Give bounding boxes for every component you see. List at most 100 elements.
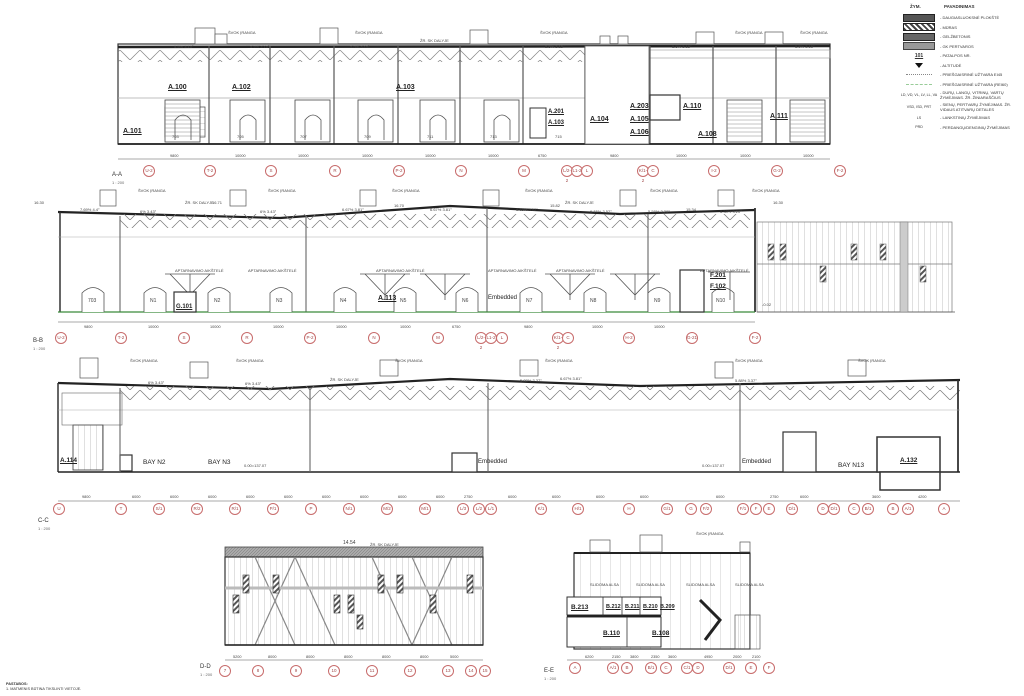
room-label: A.104: [590, 116, 609, 123]
grid-marker: R/2: [191, 503, 203, 515]
grid-marker: H/1: [572, 503, 584, 515]
room-label: B.209: [660, 604, 675, 610]
grid-marker: D: [692, 662, 704, 674]
grid-marker: B/1: [645, 662, 657, 674]
room-label: B.210: [643, 604, 658, 610]
section-ee-title: E-E 1 : 200: [544, 668, 557, 681]
legend-row-walls: VSD, ISD, PRT - SIENŲ, PERTVARŲ ŽYMĖJIMA…: [906, 102, 1011, 112]
room-label: A.101: [123, 128, 142, 135]
grid-marker: 10: [328, 665, 340, 677]
room-label: B.212: [606, 604, 621, 610]
legend: ŽYM. PAVADINIMAS - DAUGIASLUOKSNĖ PLOKŠT…: [898, 4, 1022, 132]
grid-marker: C: [660, 662, 672, 674]
grid-marker: S/1: [153, 503, 165, 515]
grid-marker: T-2: [115, 332, 127, 344]
section-ee-drawing: [566, 534, 761, 661]
grid-marker: 9: [290, 665, 302, 677]
section-dd-drawing: [224, 546, 484, 661]
legend-row-concrete: - GELŽBETONIS: [898, 32, 1022, 42]
room-label: A.100: [168, 84, 187, 91]
grid-marker: S: [265, 165, 277, 177]
room-label: A.113: [378, 295, 397, 302]
grid-marker: 15: [479, 665, 491, 677]
grid-marker: L/1: [485, 503, 497, 515]
grid-marker: F/2: [700, 503, 712, 515]
section-bb-drawing: [57, 189, 955, 323]
room-label: F.102: [710, 283, 726, 290]
bay-label: BAY N3: [208, 459, 231, 466]
grid-marker: F-2: [834, 165, 846, 177]
grid-marker: D/1: [786, 503, 798, 515]
grid-marker: E: [763, 503, 775, 515]
grid-marker: A: [938, 503, 950, 515]
dashed-line-icon: [906, 83, 932, 85]
grid-marker: N/1: [343, 503, 355, 515]
room-label: A.203: [630, 103, 649, 110]
room-label: G.101: [176, 304, 193, 310]
altitude-triangle-icon: [915, 62, 923, 68]
grid-marker: H-2: [623, 332, 635, 344]
grid-marker: U-2: [143, 165, 155, 177]
room-label: A.105: [630, 116, 649, 123]
notes-title: PASTABOS:: [6, 682, 28, 686]
grid-marker: F-2: [749, 332, 761, 344]
grid-marker: G: [685, 503, 697, 515]
legend-row-flashings: LS - LANKSTINIŲ ŽYMĖJIMAS: [916, 115, 991, 121]
section-aa-title: A-A 1 : 200: [112, 172, 125, 185]
room-label: B.211: [625, 604, 640, 610]
grid-marker: G/1: [661, 503, 673, 515]
room-label: A.110: [683, 103, 702, 110]
bay-label: BAY N2: [143, 459, 166, 466]
grid-marker: L/2: [473, 503, 485, 515]
room-label: B.213: [571, 604, 589, 611]
grid-marker: N: [368, 332, 380, 344]
grid-marker: P/1: [267, 503, 279, 515]
notes: PASTABOS: 1. MATMENIS BŪTINA TIKSLINTI V…: [6, 682, 81, 692]
hatch-diagonal-icon: [903, 23, 935, 32]
grid-marker: N: [455, 165, 467, 177]
grid-marker: 13: [442, 665, 454, 677]
grid-marker: B: [887, 503, 899, 515]
room-label: A.103: [548, 120, 565, 126]
room-number-icon: 101: [914, 52, 924, 59]
grid-marker: S: [178, 332, 190, 344]
grid-marker: F: [763, 662, 775, 674]
grid-marker: G-21: [686, 332, 698, 344]
room-label: B.110: [603, 630, 620, 637]
equipment-label: ŠVOK ĮRANGA: [355, 30, 383, 35]
grid-marker: U: [53, 503, 65, 515]
grid-marker: F: [750, 503, 762, 515]
dotted-line-icon: [906, 74, 932, 76]
grid-marker: T: [115, 503, 127, 515]
legend-row-masonry: - MŪRAS: [898, 23, 1022, 33]
legend-row-doors-windows: LD, VD, VL, LV, LL, VA - DURŲ, LANGŲ, VI…: [900, 90, 1004, 100]
legend-row-altitude: - ALTITUDĖ: [898, 61, 1022, 71]
grid-marker: E: [745, 662, 757, 674]
grid-marker: M/2: [381, 503, 393, 515]
room-label: A.102: [232, 84, 251, 91]
section-cc-title: C-C 1 : 200: [38, 518, 51, 531]
equipment-label: ŠVOK ĮRANGA: [540, 30, 568, 35]
legend-row-slabs: PRD - PERDANGŲ/DENGINIŲ ŽYMĖJIMAS: [915, 124, 1010, 130]
room-label: A.106: [630, 129, 649, 136]
section-dd-title: D-D 1 : 200: [200, 664, 213, 677]
grid-marker: U-2: [55, 332, 67, 344]
grid-marker: B: [621, 662, 633, 674]
grid-marker: L: [581, 165, 593, 177]
grid-marker: R/1: [229, 503, 241, 515]
section-cc-drawing: [57, 357, 961, 502]
grid-marker: P-2: [393, 165, 405, 177]
equipment-label: ŠVOK ĮRANGA: [800, 30, 828, 35]
grid-marker: K/1: [535, 503, 547, 515]
section-aa-drawing: [117, 27, 831, 160]
grid-marker: C: [848, 503, 860, 515]
grid-marker: R: [241, 332, 253, 344]
grid-marker: F/1: [737, 503, 749, 515]
legend-row-fire-barrier-ei45: - PRIEŠGAISRINĖ UŽTVARA EI45: [898, 70, 1022, 80]
room-label: A.103: [396, 84, 415, 91]
grid-marker: D/1: [828, 503, 840, 515]
room-label: A.111: [770, 113, 788, 120]
grid-marker: D/1: [723, 662, 735, 674]
grid-marker: 14: [465, 665, 477, 677]
